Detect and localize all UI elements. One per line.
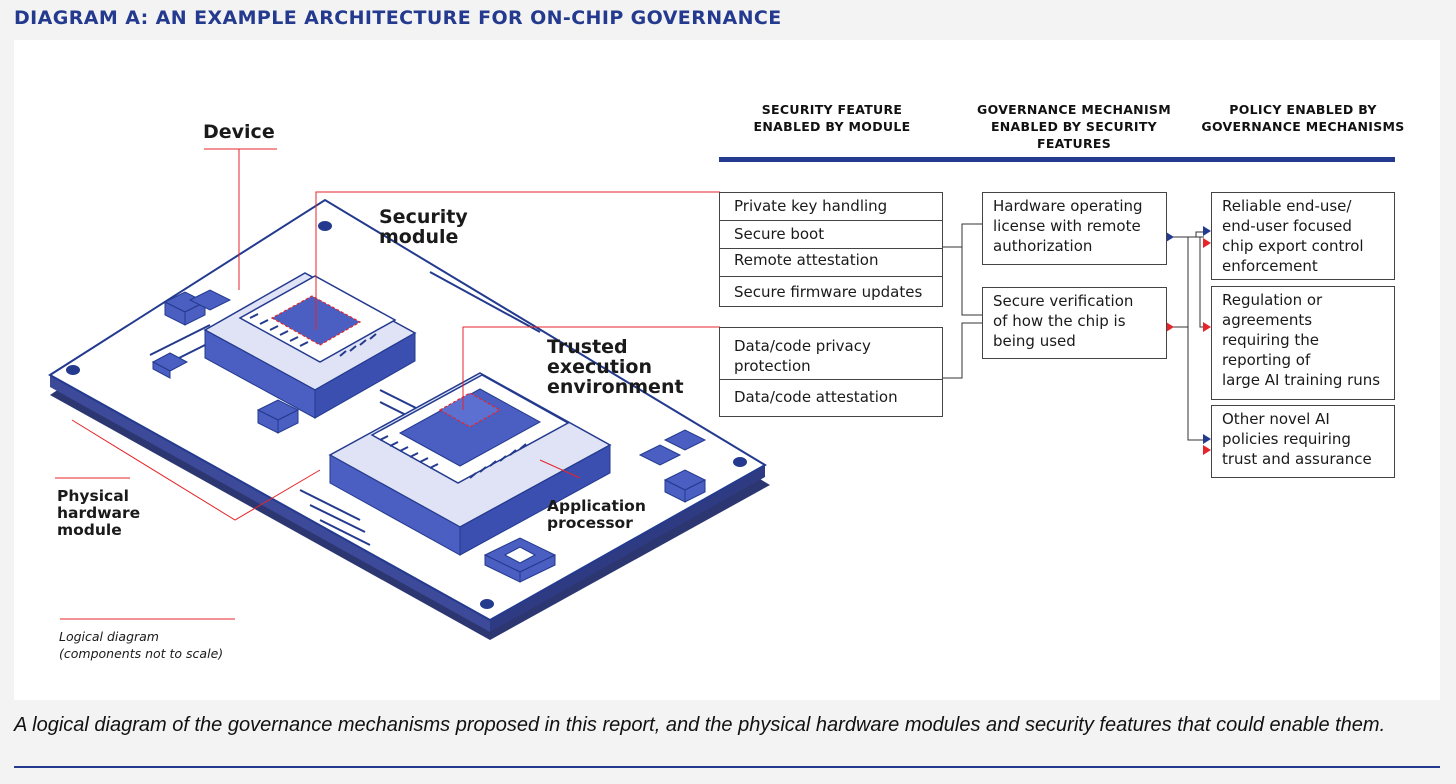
feature-connectors [943,223,1204,441]
header-rule [719,157,1395,162]
security-module-features-group: Private key handling Secure boot Remote … [719,192,943,307]
tee-features-group: Data/code privacy protection Data/code a… [719,327,943,417]
label-logical-diagram-note: Logical diagram (components not to scale… [59,629,224,661]
mechanism-hardware-license: Hardware operating license with remote a… [982,192,1167,265]
col-header-security-feature: SECURITY FEATURE ENABLED BY MODULE [753,102,911,134]
arrow-red [1203,445,1211,455]
arrow-navy [1203,226,1211,236]
label-physical-hardware-module: Physical hardware module [57,487,141,539]
arrowheads [1166,226,1211,455]
label-trusted-execution-environment: Trusted execution environment [547,336,684,398]
mechanism-secure-verification: Secure verification of how the chip is b… [982,287,1167,359]
feature-private-key-handling: Private key handling [734,197,888,215]
label-application-processor: Application processor [547,497,646,532]
policy-other: Other novel AI policies requiring trust … [1211,405,1395,478]
application-processor-chip [328,372,612,556]
policy-regulation: Regulation or agreements requiring the r… [1211,286,1395,400]
arrow-navy [1203,434,1211,444]
bottom-rule [14,766,1440,768]
feature-secure-boot: Secure boot [734,225,825,243]
feature-secure-firmware-updates: Secure firmware updates [734,283,923,301]
feature-data-code-privacy: Data/code privacy protection [734,337,871,375]
feature-data-code-attestation: Data/code attestation [734,388,898,406]
arrow-red [1203,322,1211,332]
feature-remote-attestation: Remote attestation [734,251,879,269]
figure-caption: A logical diagram of the governance mech… [14,714,1386,736]
arrow-red [1166,322,1174,332]
label-device: Device [203,121,275,143]
arrow-navy [1166,232,1174,242]
diagram-heading: DIAGRAM A: AN EXAMPLE ARCHITECTURE FOR O… [14,7,782,29]
arrow-red [1203,238,1211,248]
board-illustration [48,148,770,640]
policy-export-control: Reliable end-use/ end-user focused chip … [1211,192,1395,280]
label-security-module: Security module [379,206,468,248]
col-header-governance-mechanism: GOVERNANCE MECHANISM ENABLED BY SECURITY… [977,102,1171,151]
col-header-policy: POLICY ENABLED BY GOVERNANCE MECHANISMS [1201,102,1405,134]
security-module-chip [203,272,417,419]
